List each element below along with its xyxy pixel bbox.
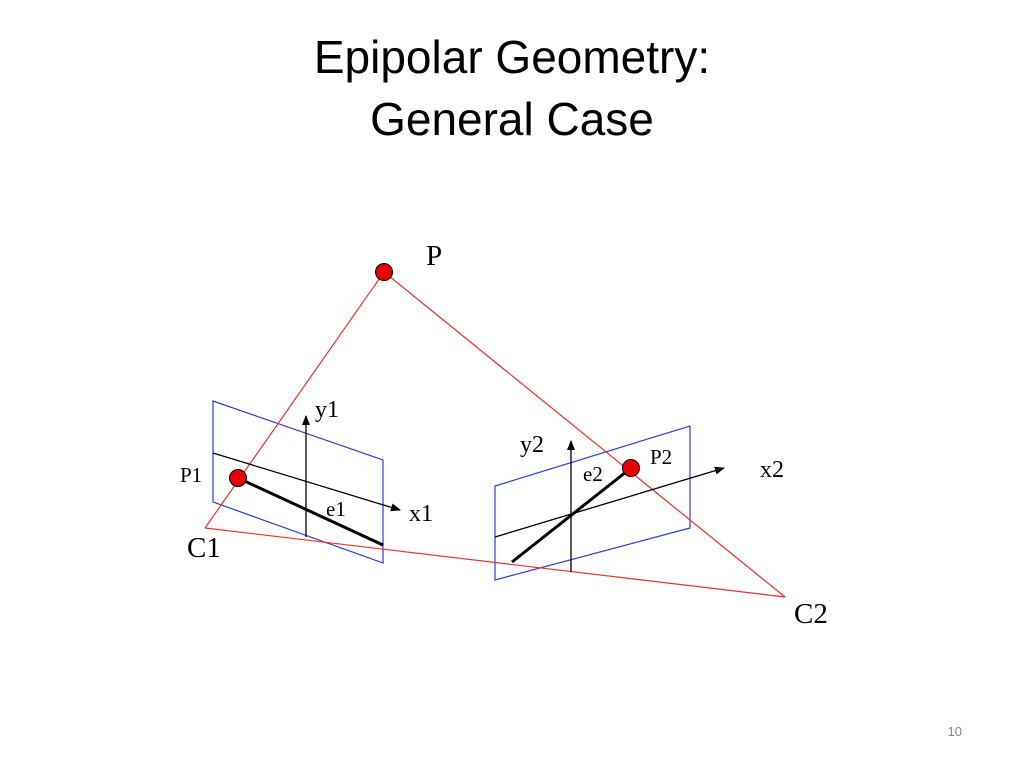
label-e2: e2 [583,462,603,486]
label-y1: y1 [315,397,339,423]
x-axis-1 [212,452,401,512]
ray-c2-to-p [383,271,786,598]
page-number: 10 [947,724,962,739]
label-p: P [426,240,442,272]
x-axis-2 [494,466,725,538]
ray-c1-to-p [204,271,385,529]
title-line-1: Epipolar Geometry: [313,31,711,83]
epipolar-line-1 [237,476,384,547]
epipolar-line-2 [511,466,632,564]
label-c2: C2 [794,598,828,630]
label-e1: e1 [326,497,346,521]
point-p1 [229,469,247,487]
label-x2: x2 [760,457,784,483]
label-x1: x1 [409,501,433,527]
slide-title: Epipolar Geometry: General Case [0,26,1024,150]
label-c1: C1 [187,532,221,564]
image-plane-1 [212,400,384,564]
label-y2: y2 [520,432,544,458]
baseline-c1-c2 [204,527,786,598]
label-p1: P1 [180,463,202,487]
label-p2: P2 [650,445,672,469]
title-line-2: General Case [370,93,654,145]
point-p [375,263,393,281]
point-p2 [622,459,640,477]
image-plane-2 [494,425,691,581]
